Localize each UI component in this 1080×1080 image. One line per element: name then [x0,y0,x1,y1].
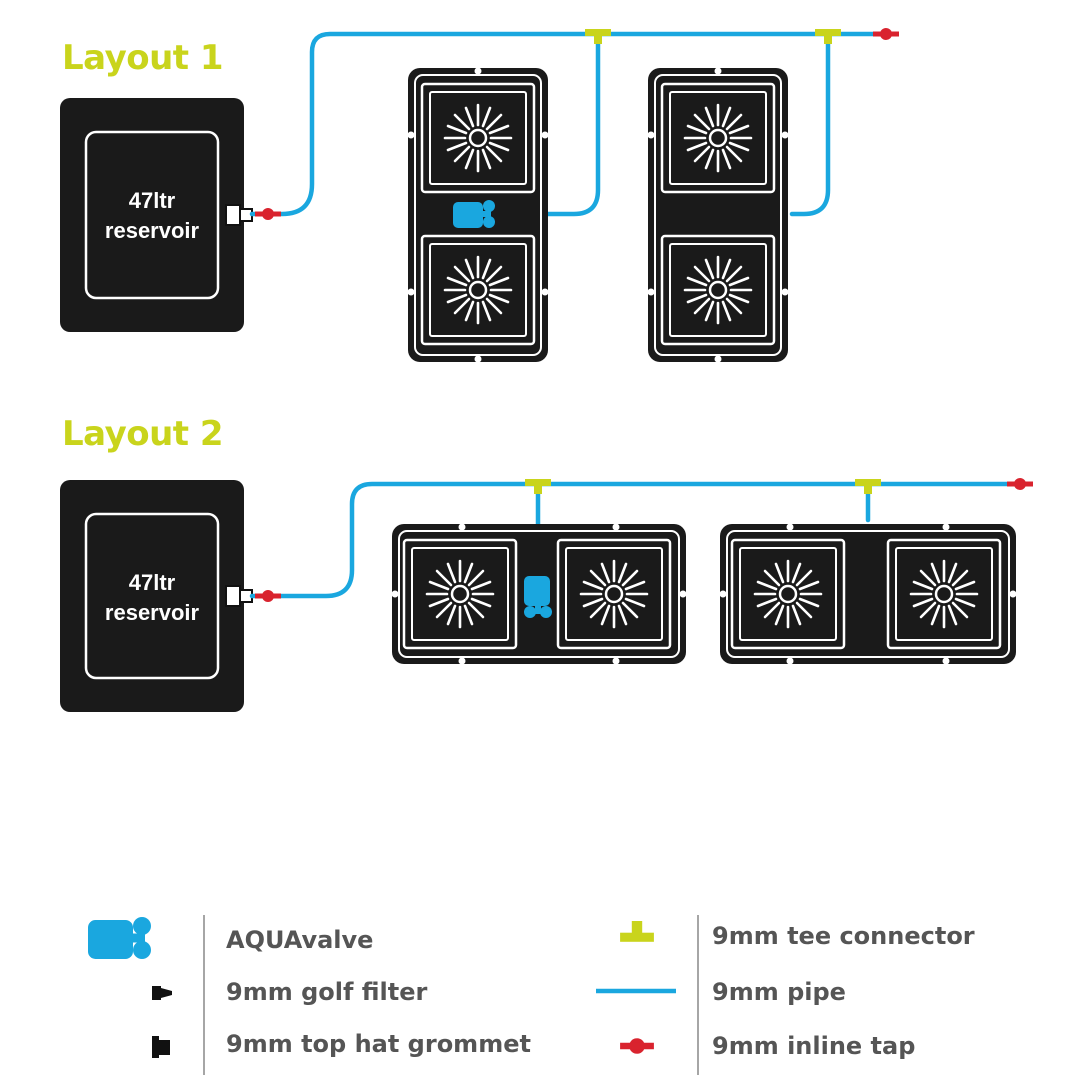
aquavalve-icon [453,200,495,228]
tee-connector-icon [525,479,551,494]
inline-tap-icon [255,208,281,220]
golf-filter-icon [152,986,172,1000]
inline-tap-icon [1007,478,1033,490]
reservoir [60,480,244,712]
legend-pipe-label: 9mm pipe [712,978,846,1006]
legend-aquavalve-label: AQUAvalve [226,926,374,954]
reservoir-label: reservoir [105,218,200,243]
legend-inline-tap-label: 9mm inline tap [712,1032,916,1060]
tray-4 [719,523,1017,665]
layout-1-diagram [60,28,899,363]
tray-3 [391,523,687,665]
layout-2-diagram [60,478,1033,712]
tee-connector-icon [585,29,611,44]
legend-tee-connector-label: 9mm tee connector [712,922,975,950]
inline-tap-icon [255,590,281,602]
inline-tap-icon [620,1038,654,1054]
layout-2-title: Layout 2 [62,414,224,454]
grommet-icon [152,1036,170,1058]
tee-connector-icon [620,921,654,942]
reservoir [60,98,244,332]
legend-golf-filter-label: 9mm golf filter [226,978,428,1006]
reservoir-label: 47ltr [129,188,176,213]
golf-filter-icon [225,585,253,607]
pipe [249,31,881,217]
tray-1 [407,67,549,363]
inline-tap-icon [873,28,899,40]
golf-filter-icon [225,204,253,226]
tee-connector-icon [815,29,841,44]
reservoir-label: reservoir [105,600,200,625]
legend-grommet-label: 9mm top hat grommet [226,1030,531,1058]
aquavalve-icon [524,576,552,618]
tee-connector-icon [855,479,881,494]
aquavalve-icon [88,917,151,959]
reservoir-label: 47ltr [129,570,176,595]
layout-1-title: Layout 1 [62,38,224,78]
legend [88,915,699,1075]
tray-2 [647,67,789,363]
